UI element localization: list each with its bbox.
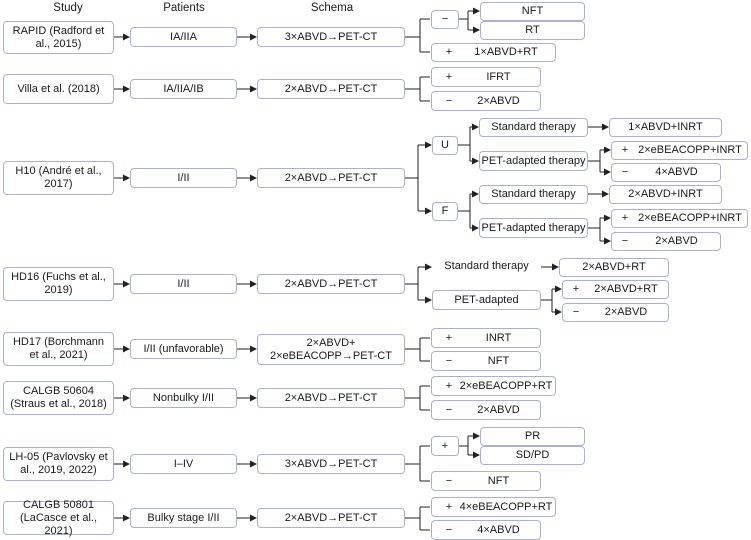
schema-box-villa: 2×ABVD→PET-CT xyxy=(257,79,405,99)
outcome-box-pr-lh05: PR xyxy=(480,427,585,446)
study-box-rapid: RAPID (Radford et al., 2015) xyxy=(3,21,114,54)
positive-result-box-hd17: + INRT xyxy=(431,328,541,348)
treatment-label: 4×ABVD xyxy=(477,523,520,536)
positive-result-box-rapid: + 1×ABVD+RT xyxy=(431,43,556,62)
outcome-box-rt-rapid: RT xyxy=(480,21,585,40)
unfavorable-group-box-h10: U xyxy=(432,136,458,155)
standard-therapy-box-h10-f: Standard therapy xyxy=(479,185,588,204)
plus-sign: + xyxy=(572,283,580,295)
treatment-label: 1×ABVD+RT xyxy=(474,46,538,58)
patients-box-hd16: I/II xyxy=(130,274,237,294)
negative-result-box-rapid: − xyxy=(431,10,459,29)
treatment-label: IFRT xyxy=(486,70,511,83)
treatment-label: 2×ABVD+RT xyxy=(594,283,658,295)
treatment-label: NFT xyxy=(487,354,510,367)
negative-result-box-calgb-50801: − 4×ABVD xyxy=(431,520,541,540)
patients-box-hd17: I/II (unfavorable) xyxy=(130,339,237,359)
study-box-villa: Villa et al. (2018) xyxy=(3,74,114,104)
positive-result-box-hd16: + 2×ABVD+RT xyxy=(562,280,669,299)
header-patients: Patients xyxy=(163,2,205,14)
treatment-label: 2×ABVD xyxy=(604,306,648,318)
treatment-label: INRT xyxy=(485,331,512,344)
schema-box-hd16: 2×ABVD→PET-CT xyxy=(257,274,405,294)
treatment-label: 2×eBEACOPP+INRT xyxy=(638,144,742,156)
favorable-group-box-h10: F xyxy=(432,202,458,221)
schema-box-h10: 2×ABVD→PET-CT xyxy=(257,168,405,188)
patients-box-rapid: IA/IIA xyxy=(130,27,237,47)
plus-sign: + xyxy=(445,500,453,513)
patients-box-h10: I/II xyxy=(130,168,237,188)
negative-result-box-calgb-50604: − 2×ABVD xyxy=(431,400,541,420)
treatment-label: 2×ABVD xyxy=(477,94,520,107)
study-box-h10: H10 (André et al., 2017) xyxy=(3,161,114,195)
negative-result-box-lh05: − NFT xyxy=(431,471,541,491)
outcome-box-nft-rapid: NFT xyxy=(480,2,585,21)
positive-result-box-calgb-50801: + 4×eBEACOPP+RT xyxy=(431,497,556,517)
plus-sign: + xyxy=(445,379,453,392)
plus-sign: + xyxy=(445,70,453,83)
minus-sign: − xyxy=(445,403,453,416)
negative-result-box-hd17: − NFT xyxy=(431,351,541,371)
plus-sign: + xyxy=(621,144,629,156)
positive-result-box-h10-f: + 2×eBEACOPP+INRT xyxy=(611,209,748,228)
pet-adapted-box-h10-u: PET-adapted therapy xyxy=(479,151,588,171)
outcome-box-h10-u-standard: 1×ABVD+INRT xyxy=(609,118,722,137)
minus-sign: − xyxy=(445,354,453,367)
patients-box-calgb-50604: Nonbulky I/II xyxy=(130,388,237,408)
treatment-label: 2×eBEACOPP+INRT xyxy=(638,212,742,224)
pet-adapted-box-h10-f: PET-adapted therapy xyxy=(479,218,588,238)
outcome-box-sdpd-lh05: SD/PD xyxy=(480,446,585,465)
patients-box-calgb-50801: Bulky stage I/II xyxy=(130,508,237,528)
pet-adapted-box-hd16: PET-adapted xyxy=(432,290,541,310)
standard-therapy-box-h10-u: Standard therapy xyxy=(479,118,588,137)
negative-result-box-villa: − 2×ABVD xyxy=(431,91,541,111)
plus-sign: + xyxy=(621,212,629,224)
patients-box-villa: IA/IIA/IB xyxy=(130,79,237,99)
patients-box-lh05: I–IV xyxy=(130,454,237,474)
treatment-label: 2×ABVD xyxy=(477,403,520,416)
treatment-label: 2×ABVD xyxy=(655,235,698,247)
negative-result-box-h10-u: − 4×ABVD xyxy=(611,163,721,182)
study-box-calgb-50801: CALGB 50801 (LaCasce et al., 2021) xyxy=(3,499,114,537)
study-box-hd16: HD16 (Fuchs et al., 2019) xyxy=(3,267,114,301)
schema-box-rapid: 3×ABVD→PET-CT xyxy=(257,27,405,47)
treatment-label: 2×eBEACOPP+RT xyxy=(459,379,553,392)
schema-box-hd17: 2×ABVD+ 2×eBEACOPP→PET-CT xyxy=(257,334,405,365)
positive-result-box-h10-u: + 2×eBEACOPP+INRT xyxy=(611,141,748,160)
treatment-label: 4×ABVD xyxy=(655,166,698,178)
minus-sign: − xyxy=(445,94,453,107)
minus-sign: − xyxy=(621,235,629,247)
positive-result-box-calgb-50604: + 2×eBEACOPP+RT xyxy=(431,376,556,396)
plus-sign: + xyxy=(445,331,453,344)
plus-sign: + xyxy=(445,46,453,58)
outcome-box-hd16-standard: 2×ABVD+RT xyxy=(559,258,669,277)
treatment-label: 4×eBEACOPP+RT xyxy=(459,500,553,513)
schema-line-1: 2×ABVD+ xyxy=(306,336,356,349)
header-schema: Schema xyxy=(310,2,354,14)
minus-sign: − xyxy=(445,474,453,487)
minus-sign: − xyxy=(445,523,453,536)
study-box-hd17: HD17 (Borchmann et al., 2021) xyxy=(3,332,114,366)
schema-box-lh05: 3×ABVD→PET-CT xyxy=(257,454,405,474)
study-box-calgb-50604: CALGB 50604 (Straus et al., 2018) xyxy=(3,381,114,415)
treatment-label: NFT xyxy=(487,474,510,487)
minus-sign: − xyxy=(621,166,629,178)
schema-box-calgb-50801: 2×ABVD→PET-CT xyxy=(257,508,405,528)
minus-sign: − xyxy=(572,306,580,318)
standard-therapy-label-hd16: Standard therapy xyxy=(444,260,529,272)
header-study: Study xyxy=(53,2,83,14)
schema-box-calgb-50604: 2×ABVD→PET-CT xyxy=(257,388,405,408)
negative-result-box-h10-f: − 2×ABVD xyxy=(611,232,721,251)
outcome-box-h10-f-standard: 2×ABVD+INRT xyxy=(609,185,722,204)
study-box-lh05: LH-05 (Pavlovsky et al., 2019, 2022) xyxy=(3,447,114,481)
schema-line-2: 2×eBEACOPP→PET-CT xyxy=(270,349,392,362)
negative-result-box-hd16: − 2×ABVD xyxy=(562,303,669,322)
positive-result-box-villa: + IFRT xyxy=(431,67,541,87)
positive-result-box-lh05: + xyxy=(431,436,459,456)
